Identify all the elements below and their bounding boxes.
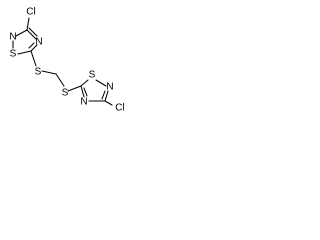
lower-ring-bonds — [80, 79, 113, 106]
atom-n-bottom-lower: N — [80, 97, 87, 108]
linker-bonds — [41, 70, 82, 92]
bond-c3-n4-top-double — [28, 27, 38, 37]
bond-c5-s1-bottom — [80, 79, 89, 87]
bond-c3-n2-top — [15, 29, 28, 37]
upper-ring-bonds — [12, 17, 38, 67]
atom-labels: Cl N N S S S N S N Cl — [9, 7, 124, 114]
bond-s1-c5-top — [17, 50, 32, 55]
bond-s1-n2-bottom — [95, 79, 107, 87]
bond-c5-n4-top-double — [28, 42, 35, 49]
bond-n2-c3-bottom — [104, 90, 109, 102]
bond-n4-c5-bottom-double — [83, 87, 88, 97]
bond-s-right-c5-bottom — [67, 85, 82, 92]
atom-n-top-lower: N — [35, 37, 42, 48]
bond-n4-c5-bottom — [80, 85, 85, 98]
bond-ch2-s-right — [55, 73, 65, 87]
atom-s-link-right: S — [62, 88, 69, 99]
bond-s-left-ch2 — [41, 70, 57, 75]
atom-s-ring-top: S — [10, 49, 17, 60]
bond-n2-c3-bottom-double — [101, 90, 106, 100]
bond-c3-cl-top — [26, 17, 30, 31]
atom-cl-bottom: Cl — [115, 103, 124, 114]
bond-c5-s-link-left — [30, 50, 37, 67]
atom-s-ring-bottom: S — [89, 70, 96, 81]
bond-c3-n4-top — [26, 29, 37, 40]
chemical-structure-diagram: Cl N N S S S N S N Cl — [9, 7, 124, 114]
atom-n-bottom-upper: N — [106, 82, 113, 93]
atom-cl-top: Cl — [26, 7, 35, 18]
bond-c3-cl-bottom — [104, 100, 113, 106]
atom-n-top-upper: N — [9, 32, 16, 43]
bond-c5-n4-top — [30, 44, 38, 52]
atom-s-link-left: S — [35, 67, 42, 78]
